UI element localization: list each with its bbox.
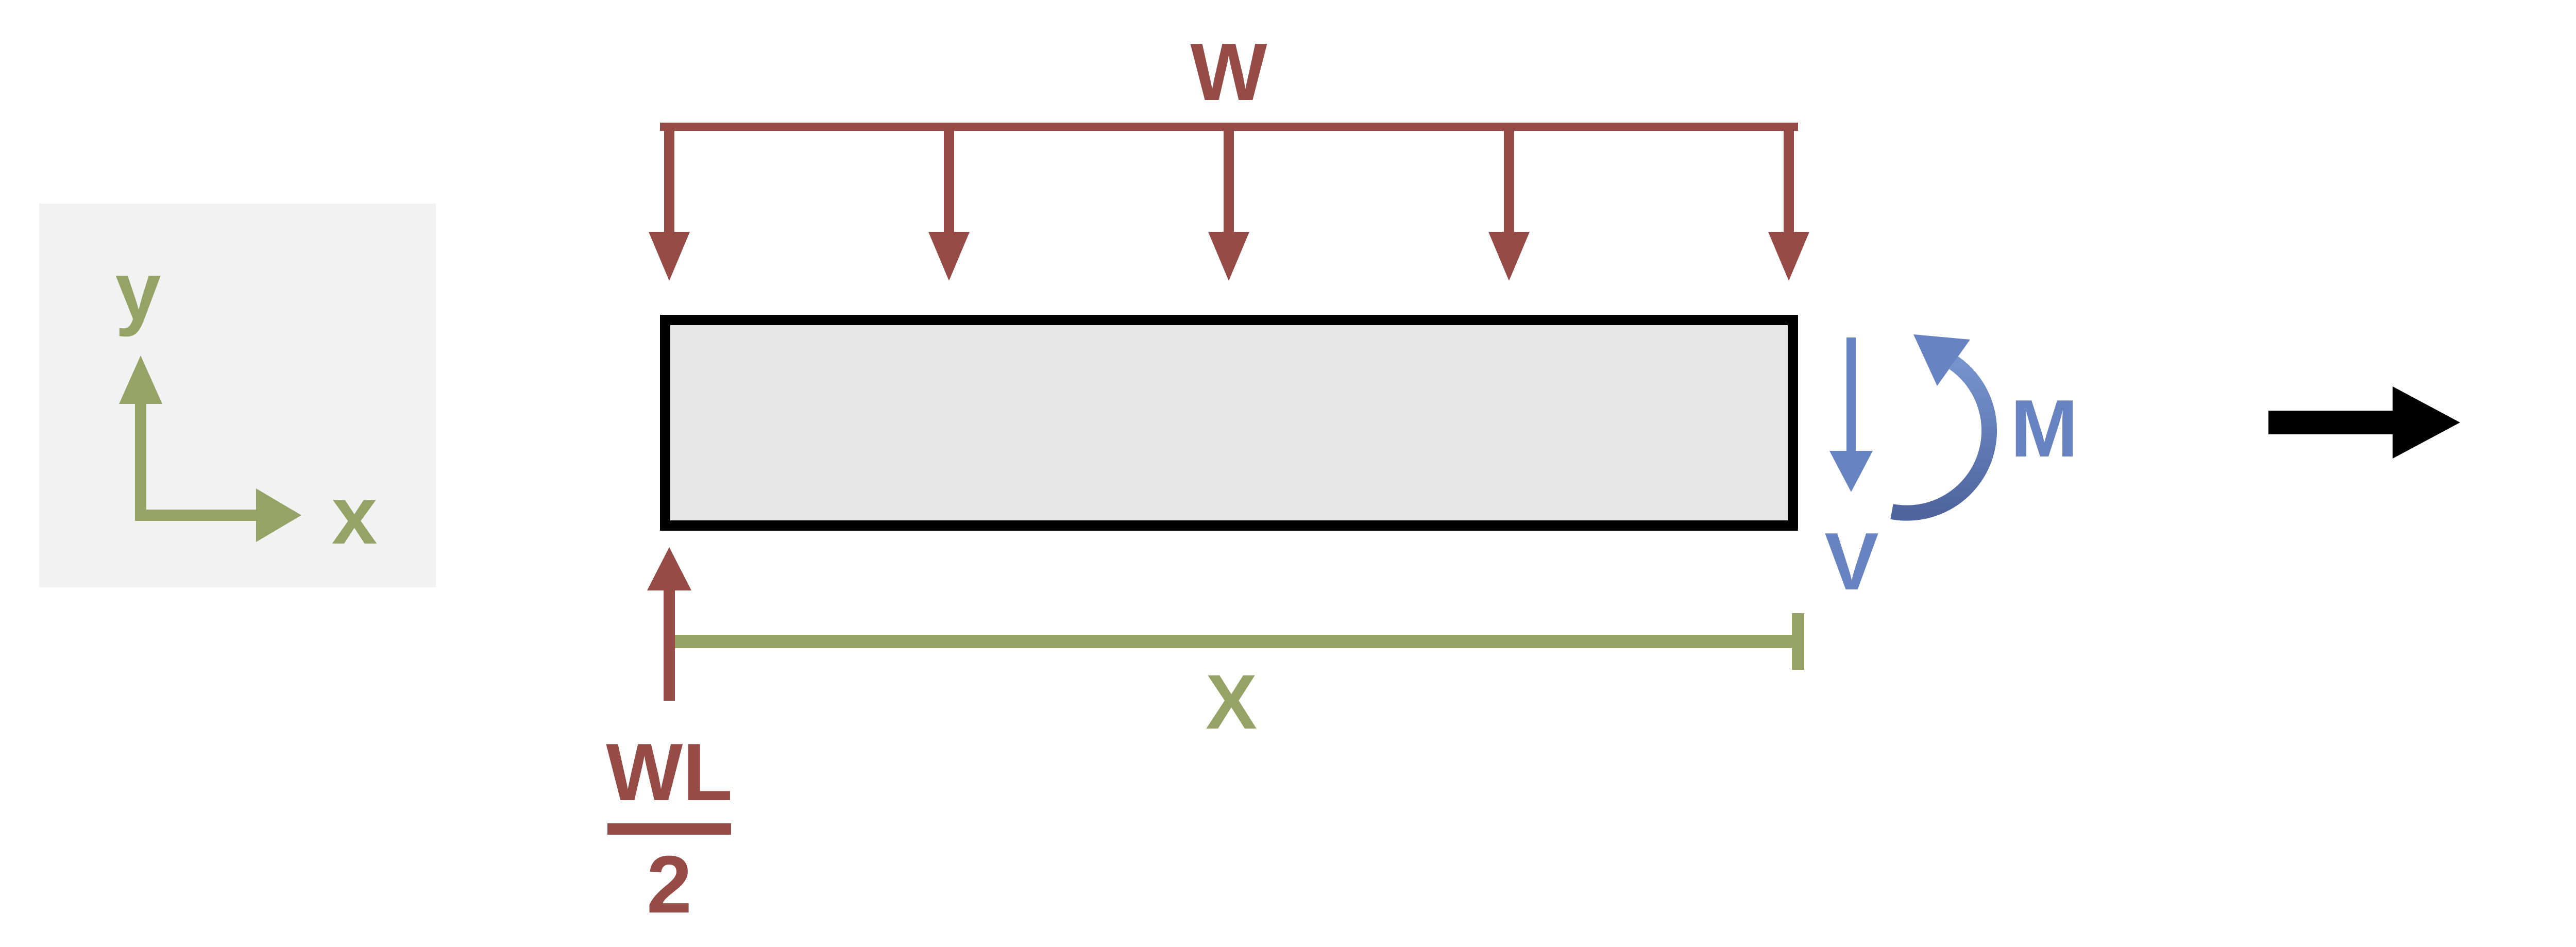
reaction-fraction-left: WL 2 <box>597 732 741 925</box>
load-arrowhead-icon <box>1488 232 1530 281</box>
dimension-end-tick <box>1792 613 1804 670</box>
moment-arc-left <box>1890 334 1997 521</box>
implies-arrow-icon <box>2268 386 2460 459</box>
load-arrow-shaft <box>1784 131 1794 232</box>
load-arrowhead-icon <box>928 232 970 281</box>
implies-arrow-shaft <box>2268 411 2393 434</box>
fraction-bar <box>607 823 731 835</box>
x-axis-label: x <box>331 469 378 561</box>
axes-legend <box>39 204 436 587</box>
reaction-arrow-shaft <box>664 589 675 701</box>
load-line <box>660 123 1798 131</box>
moment-arrowhead-icon <box>1913 334 1970 386</box>
distributed-load-arrows <box>649 123 1809 281</box>
shear-label-left: V <box>1824 516 1879 607</box>
implies-arrowhead-icon <box>2393 386 2460 459</box>
reaction-arrow-left <box>647 547 691 701</box>
load-arrow-shaft <box>664 131 674 232</box>
distributed-load-label: W <box>1190 27 1267 117</box>
load-arrow-shaft <box>944 131 954 232</box>
load-arrowhead-icon <box>1208 232 1249 281</box>
shear-arrow-left <box>1829 337 1873 492</box>
y-axis-label: y <box>115 245 161 337</box>
shear-arrowhead-icon <box>1829 451 1873 492</box>
moment-arc-path <box>1890 356 1997 521</box>
shear-arrow-shaft <box>1846 337 1856 451</box>
load-arrow-shaft <box>1504 131 1514 232</box>
reaction-numerator: WL <box>606 727 733 818</box>
span-dimension-label: X <box>1205 658 1258 745</box>
load-arrow-shaft <box>1224 131 1234 232</box>
dimension-line <box>675 635 1804 648</box>
reaction-denominator: 2 <box>647 839 692 930</box>
reaction-arrowhead-icon <box>647 547 691 590</box>
moment-label-left: M <box>2010 383 2078 474</box>
load-arrowhead-icon <box>1768 232 1809 281</box>
load-arrowhead-icon <box>649 232 690 281</box>
beam-left <box>660 315 1798 531</box>
